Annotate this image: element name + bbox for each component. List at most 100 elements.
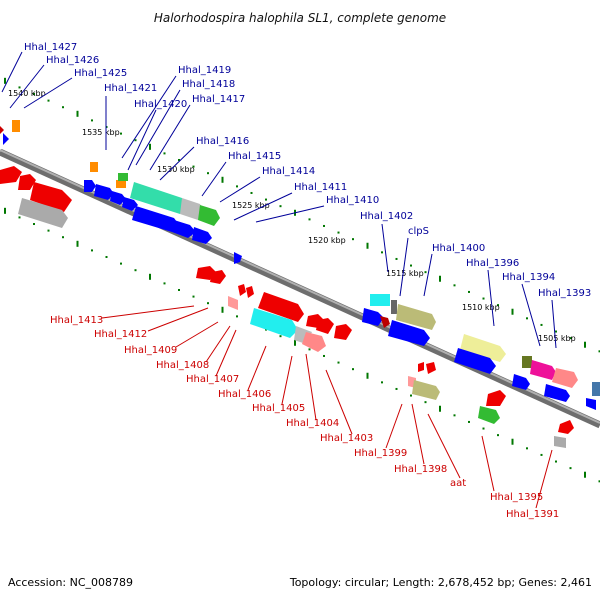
gene-feature[interactable] <box>478 406 500 424</box>
gene-label-forward[interactable]: Hhal_1411 <box>294 182 347 193</box>
gene-feature[interactable] <box>412 380 440 400</box>
gene-label-reverse[interactable]: Hhal_1408 <box>156 360 209 371</box>
gene-label-forward[interactable]: Hhal_1414 <box>262 166 315 177</box>
gene-feature[interactable] <box>132 206 180 232</box>
gene-feature[interactable] <box>530 360 556 380</box>
map-title: Halorhodospira halophila SL1, complete g… <box>154 11 446 25</box>
gene-feature[interactable] <box>554 436 566 448</box>
gene-label-reverse[interactable]: Hhal_1398 <box>394 464 447 475</box>
gene-label-forward[interactable]: clpS <box>408 226 429 237</box>
gene-label-forward[interactable]: Hhal_1417 <box>192 94 245 105</box>
gene-feature[interactable] <box>362 308 384 326</box>
gene-feature[interactable] <box>592 382 600 396</box>
gene-feature[interactable] <box>90 162 98 172</box>
gene-label-reverse[interactable]: Hhal_1395 <box>490 492 543 503</box>
gene-label-forward[interactable]: Hhal_1394 <box>502 272 555 283</box>
gene-feature[interactable] <box>552 368 578 388</box>
tick-mark <box>47 99 50 102</box>
gene-feature[interactable] <box>192 227 212 244</box>
gene-label-reverse[interactable]: Hhal_1403 <box>320 433 373 444</box>
gene-label-forward[interactable]: Hhal_1400 <box>432 243 485 254</box>
gene-feature[interactable] <box>460 334 506 362</box>
gene-feature[interactable] <box>316 318 334 334</box>
gene-label-forward[interactable]: Hhal_1418 <box>182 79 235 90</box>
gene-feature[interactable] <box>118 173 128 181</box>
gene-feature[interactable] <box>544 384 570 402</box>
gene-label-forward[interactable]: Hhal_1425 <box>74 68 127 79</box>
gene-label-reverse[interactable]: Hhal_1404 <box>286 418 339 429</box>
gene-label-reverse[interactable]: Hhal_1409 <box>124 345 177 356</box>
label-leaders <box>1 51 557 509</box>
tick-mark <box>439 275 441 282</box>
gene-label-forward[interactable]: Hhal_1421 <box>104 83 157 94</box>
gene-feature[interactable] <box>250 308 298 338</box>
gene-feature[interactable] <box>228 296 238 310</box>
gene-label-reverse[interactable]: Hhal_1406 <box>218 389 271 400</box>
gene-label-forward[interactable]: Hhal_1415 <box>228 151 281 162</box>
gene-label-reverse[interactable]: Hhal_1391 <box>506 509 559 520</box>
gene-feature[interactable] <box>12 120 20 132</box>
label-leader-line <box>205 325 231 363</box>
gene-feature[interactable] <box>30 182 72 212</box>
tick-mark <box>511 438 514 445</box>
gene-feature[interactable] <box>388 320 430 346</box>
gene-label-forward[interactable]: Hhal_1419 <box>178 65 231 76</box>
gene-feature[interactable] <box>512 374 530 390</box>
gene-label-forward[interactable]: Hhal_1420 <box>134 99 187 110</box>
label-leader-line <box>219 176 261 203</box>
gene-feature[interactable] <box>454 348 496 374</box>
tick-mark <box>439 405 441 412</box>
gene-feature[interactable] <box>334 324 352 340</box>
gene-feature[interactable] <box>586 398 596 410</box>
gene-feature[interactable] <box>180 198 204 220</box>
gene-feature[interactable] <box>234 252 242 264</box>
gene-feature[interactable] <box>116 180 126 188</box>
label-leader-line <box>23 77 73 109</box>
gene-label-forward[interactable]: Hhal_1426 <box>46 55 99 66</box>
gene-feature[interactable] <box>94 184 114 200</box>
gene-feature[interactable] <box>0 126 4 134</box>
gene-feature[interactable] <box>486 390 506 406</box>
gene-label-reverse[interactable]: Hhal_1405 <box>252 403 305 414</box>
gene-feature[interactable] <box>3 133 9 145</box>
gene-feature[interactable] <box>558 420 574 434</box>
gene-feature[interactable] <box>130 182 186 214</box>
gene-label-forward[interactable]: Hhal_1402 <box>360 211 413 222</box>
gene-label-reverse[interactable]: Hhal_1399 <box>354 448 407 459</box>
gene-label-reverse[interactable]: Hhal_1413 <box>50 315 103 326</box>
gene-label-reverse[interactable]: Hhal_1412 <box>94 329 147 340</box>
gene-feature[interactable] <box>391 300 397 314</box>
gene-feature[interactable] <box>418 362 424 372</box>
gene-feature[interactable] <box>380 316 390 328</box>
accession-label: Accession: NC_008789 <box>8 576 133 589</box>
gene-feature[interactable] <box>258 292 304 322</box>
gene-label-forward[interactable]: Hhal_1427 <box>24 42 77 53</box>
gene-feature[interactable] <box>18 174 36 190</box>
gene-feature[interactable] <box>238 284 246 296</box>
gene-feature[interactable] <box>370 294 390 306</box>
gene-feature[interactable] <box>172 220 196 238</box>
gene-feature[interactable] <box>522 356 532 368</box>
gene-feature[interactable] <box>302 332 326 352</box>
gene-label-forward[interactable]: Hhal_1410 <box>326 195 379 206</box>
label-leader-line <box>411 403 425 465</box>
gene-feature[interactable] <box>0 166 22 184</box>
gene-feature[interactable] <box>122 197 138 211</box>
gene-feature[interactable] <box>396 304 436 330</box>
gene-feature[interactable] <box>426 362 436 374</box>
gene-label-forward[interactable]: Hhal_1393 <box>538 288 591 299</box>
gene-label-reverse[interactable]: Hhal_1407 <box>186 374 239 385</box>
gene-feature[interactable] <box>246 286 254 298</box>
gene-feature[interactable] <box>210 270 226 284</box>
tick-mark <box>381 381 383 384</box>
gene-feature[interactable] <box>196 266 216 280</box>
gene-label-forward[interactable]: Hhal_1416 <box>196 136 249 147</box>
label-leader-line <box>101 305 195 319</box>
gene-feature[interactable] <box>110 191 126 205</box>
gene-feature[interactable] <box>84 180 96 192</box>
gene-label-forward[interactable]: Hhal_1396 <box>466 258 519 269</box>
gene-feature[interactable] <box>18 198 68 228</box>
gene-feature[interactable] <box>198 205 220 226</box>
label-leader-line <box>325 369 353 435</box>
gene-label-reverse[interactable]: aat <box>450 478 466 489</box>
